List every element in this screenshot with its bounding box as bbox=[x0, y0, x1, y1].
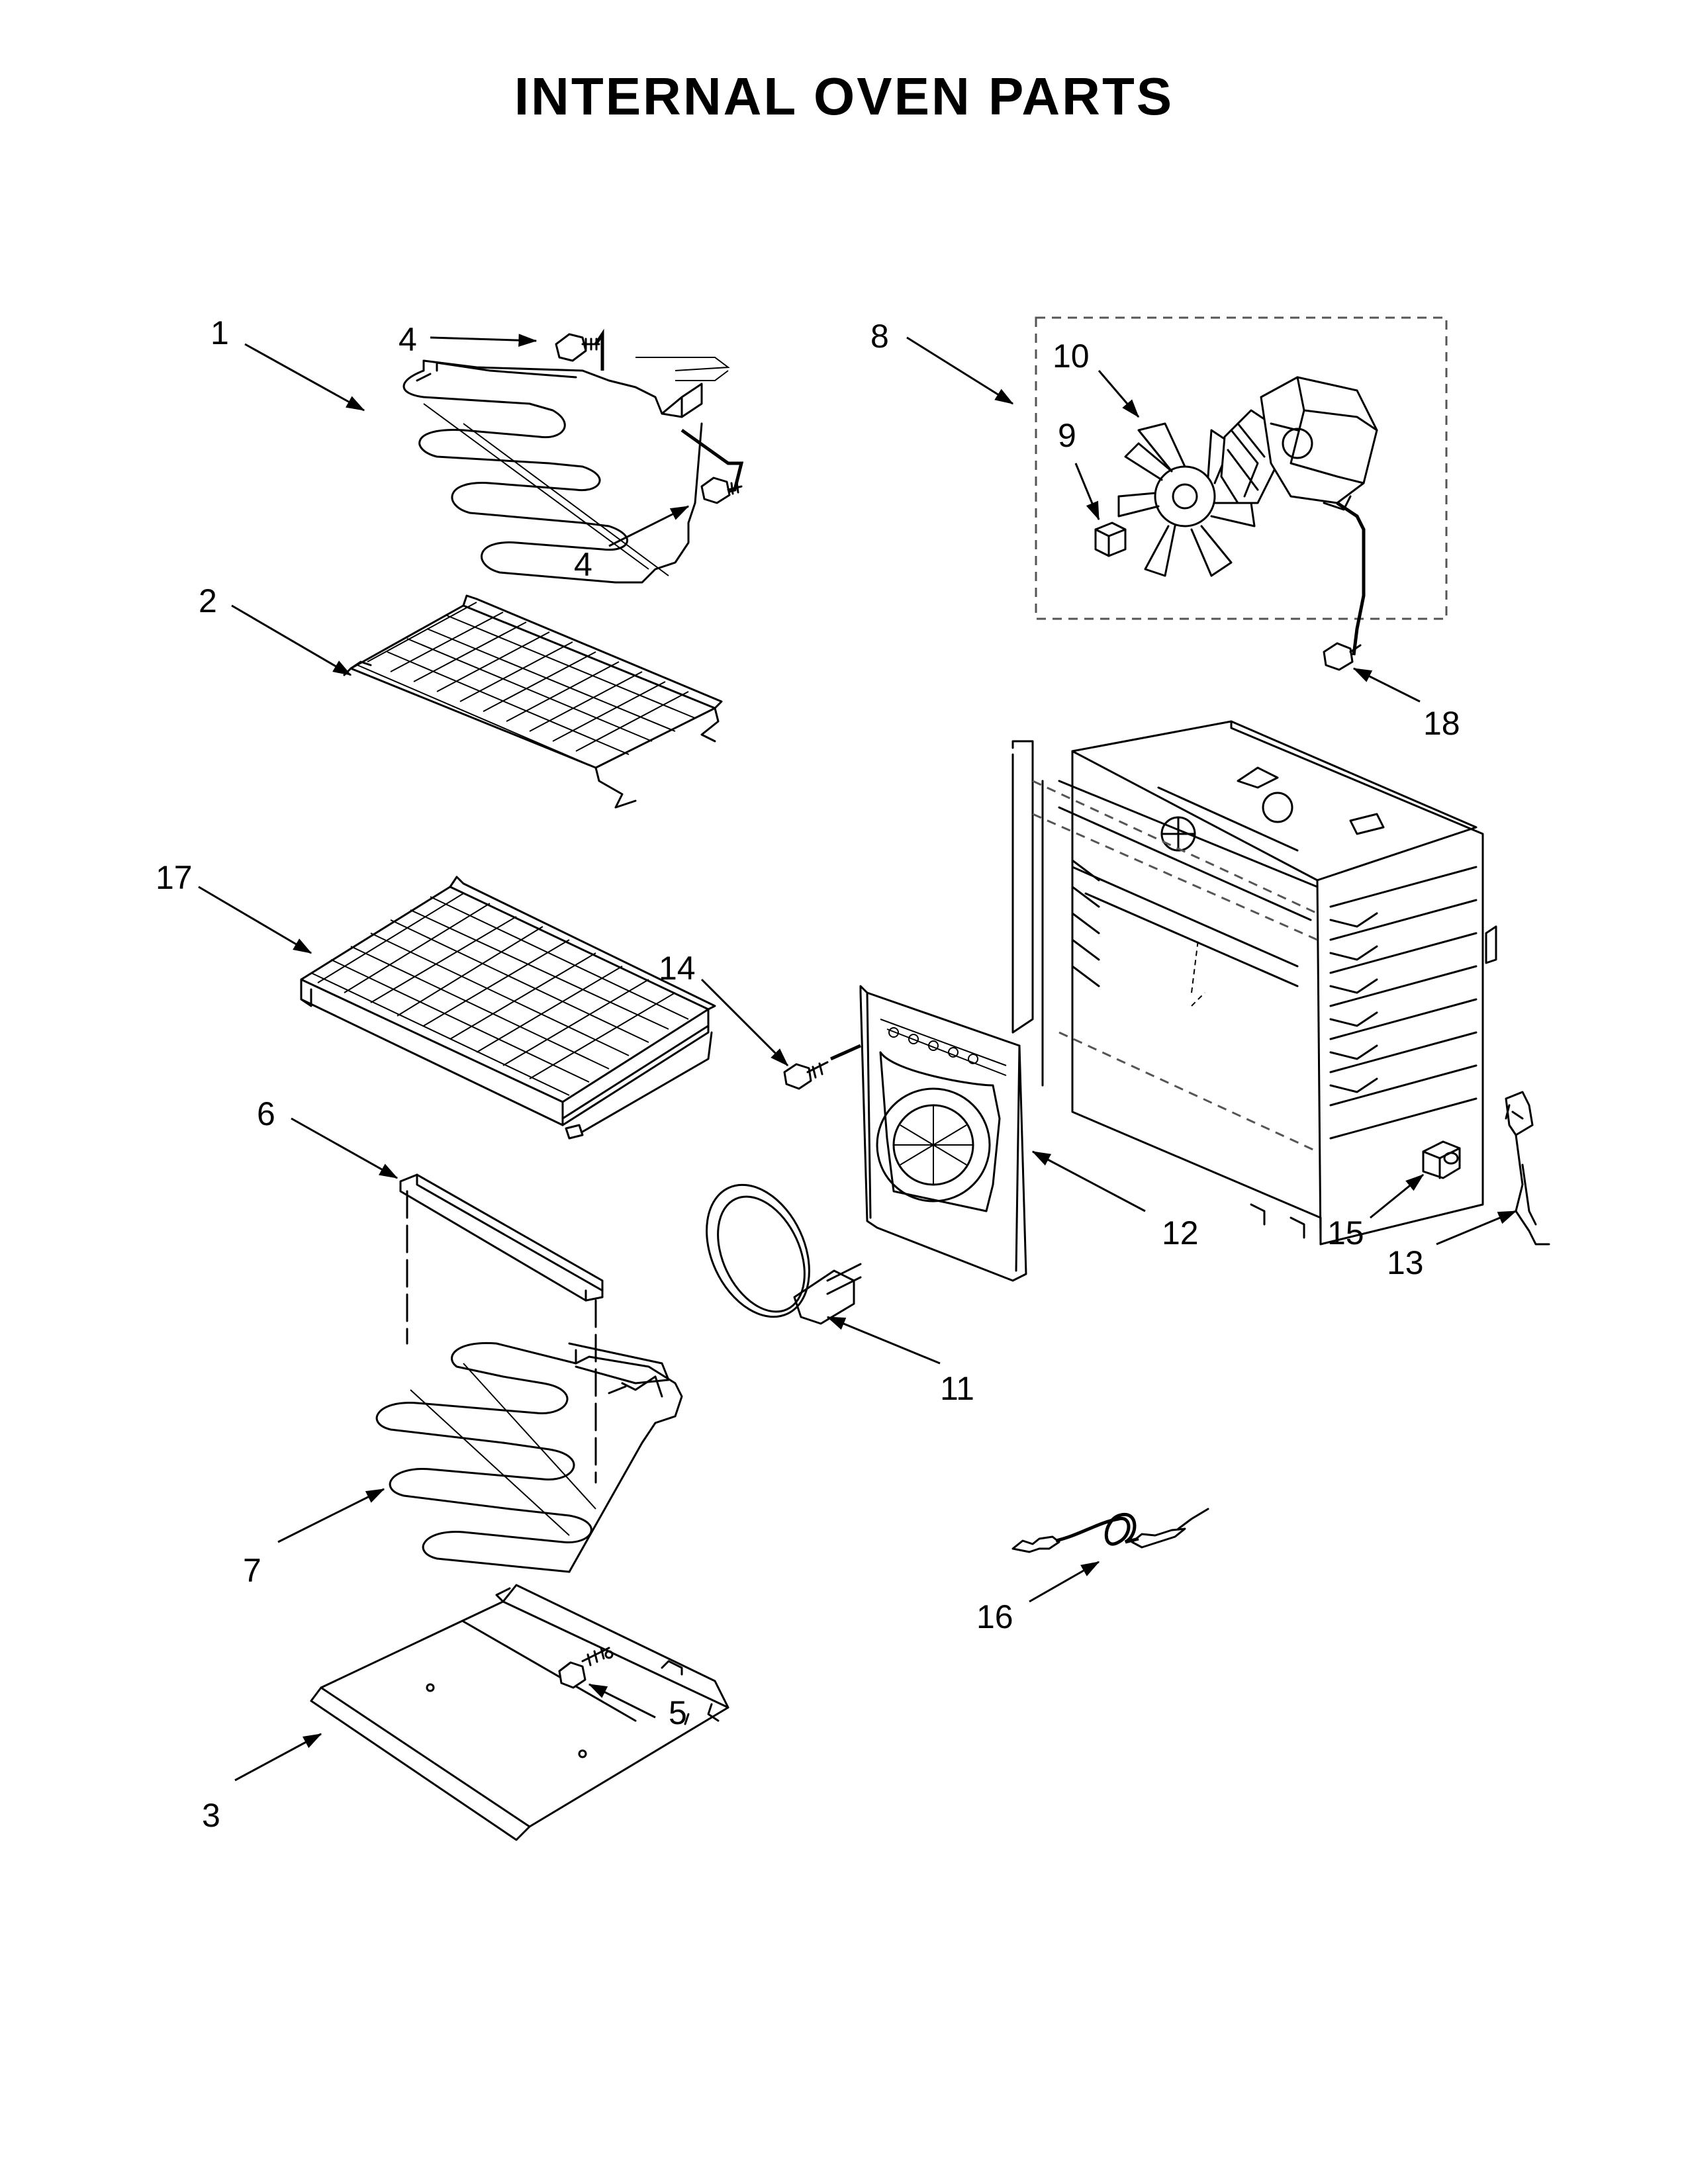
leader-8 bbox=[906, 336, 1014, 405]
leader-1 bbox=[244, 343, 365, 412]
callout-4-upper: 4 bbox=[399, 321, 417, 358]
callout-1: 1 bbox=[211, 314, 229, 351]
part-3-bottom-panel bbox=[310, 1584, 729, 1841]
part-5-screw bbox=[558, 1647, 610, 1689]
page-title: INTERNAL OVEN PARTS bbox=[514, 67, 1174, 126]
leader-3 bbox=[234, 1733, 322, 1782]
part-4-screw-upper bbox=[555, 333, 600, 362]
callout-10: 10 bbox=[1053, 338, 1090, 375]
callout-5: 5 bbox=[669, 1694, 687, 1731]
leader-11 bbox=[826, 1316, 941, 1365]
part-6-shield bbox=[399, 1173, 604, 1484]
callout-18: 18 bbox=[1423, 705, 1460, 742]
callout-11: 11 bbox=[940, 1370, 974, 1407]
part-8-fan-motor bbox=[1220, 376, 1378, 656]
callout-13: 13 bbox=[1387, 1244, 1424, 1281]
leader-16 bbox=[1029, 1561, 1100, 1603]
callout-2: 2 bbox=[199, 582, 217, 619]
callout-15: 15 bbox=[1327, 1214, 1364, 1251]
leader-13 bbox=[1436, 1210, 1517, 1246]
leader-6 bbox=[291, 1117, 399, 1179]
part-4-screw-lower bbox=[700, 477, 743, 504]
leader-17 bbox=[198, 886, 312, 954]
part-12-rear-panel bbox=[859, 985, 1027, 1282]
callout-3: 3 bbox=[202, 1797, 220, 1834]
oven-cavity bbox=[1011, 720, 1497, 1246]
part-18-screw bbox=[1323, 642, 1362, 671]
callout-16: 16 bbox=[976, 1598, 1013, 1635]
callout-9: 9 bbox=[1058, 417, 1076, 454]
leader-12 bbox=[1031, 1150, 1146, 1212]
part-1-broil-element bbox=[402, 328, 744, 584]
leader-10 bbox=[1098, 370, 1140, 418]
part-13-switch bbox=[1505, 1091, 1550, 1246]
part-14-screw bbox=[783, 1061, 829, 1090]
leader-7 bbox=[277, 1488, 385, 1543]
callout-12: 12 bbox=[1162, 1214, 1199, 1251]
callout-6: 6 bbox=[257, 1095, 275, 1132]
callout-14: 14 bbox=[659, 950, 696, 987]
leader-15 bbox=[1370, 1173, 1425, 1219]
leader-9 bbox=[1074, 463, 1100, 521]
part-15-plug bbox=[1422, 1140, 1461, 1179]
part-7-bake-element bbox=[375, 1342, 683, 1573]
callout-7: 7 bbox=[243, 1552, 261, 1589]
part-2-oven-rack bbox=[343, 594, 723, 809]
leader-4b bbox=[608, 505, 690, 547]
callout-17: 17 bbox=[156, 859, 193, 896]
part-10-fan-blade bbox=[1117, 422, 1256, 577]
part-16-meat-probe bbox=[1011, 1508, 1209, 1553]
leader-5 bbox=[588, 1683, 656, 1719]
part-11-convection-element bbox=[706, 1183, 862, 1325]
callout-4-lower: 4 bbox=[574, 546, 592, 583]
part-17-rollout-rack bbox=[300, 876, 716, 1140]
part-8-group-box bbox=[1035, 316, 1448, 620]
leader-14 bbox=[700, 978, 789, 1067]
part-9-nut bbox=[1094, 522, 1127, 557]
leader-2 bbox=[231, 604, 352, 676]
leader-18 bbox=[1352, 667, 1421, 703]
callout-8: 8 bbox=[870, 318, 889, 355]
leader-4a bbox=[430, 334, 538, 347]
part-14-attachment-line bbox=[829, 1044, 862, 1061]
